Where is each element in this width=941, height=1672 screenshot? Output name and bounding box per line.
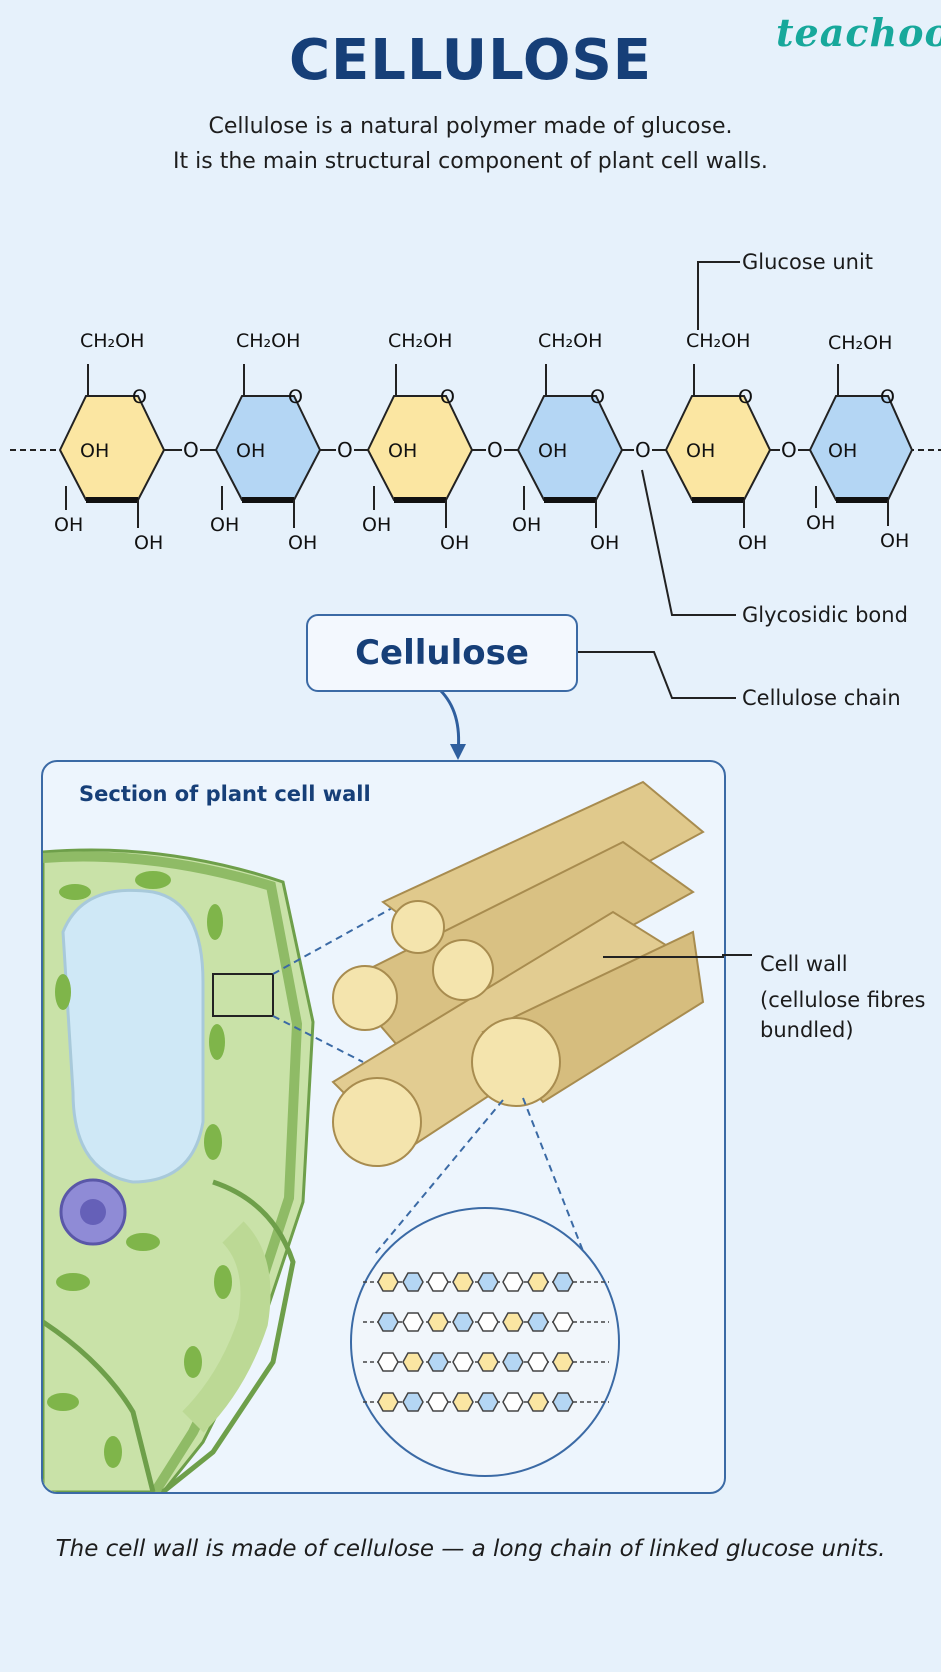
cell-wall-label: Cell wall: [760, 952, 848, 976]
chain-hexagon: [552, 1272, 574, 1292]
panel-title: Section of plant cell wall: [79, 782, 371, 806]
subtitle-line-2: It is the main structural component of p…: [173, 149, 768, 174]
lower-right-oh-1: OH: [134, 532, 164, 554]
lower-right-oh-5: OH: [738, 532, 768, 554]
lower-left-oh-1: OH: [54, 514, 84, 536]
chain-hexagon: [477, 1352, 499, 1372]
ch2oh-label-6: CH₂OH: [828, 332, 893, 354]
ring-oxygen-6: O: [880, 386, 895, 408]
cellulose-chain-label: Cellulose chain: [742, 686, 901, 710]
glycosidic-bond-label: Glycosidic bond: [742, 603, 908, 627]
fibre-bundles: [331, 780, 705, 1167]
chain-hexagon: [552, 1352, 574, 1372]
chain-hexagon: [427, 1392, 449, 1412]
chain-hexagon: [377, 1312, 399, 1332]
ring-oxygen-3: O: [440, 386, 455, 408]
chain-hexagon: [427, 1272, 449, 1292]
subtitle-line-1: Cellulose is a natural polymer made of g…: [208, 114, 733, 139]
chain-hexagon: [477, 1312, 499, 1332]
cellulose-box-label: Cellulose: [355, 633, 529, 673]
ring-oxygen-1: O: [132, 386, 147, 408]
ring-oxygen-2: O: [288, 386, 303, 408]
teachoo-logo: teachoo: [776, 10, 941, 55]
cell-wall-panel: [41, 760, 726, 1494]
chain-hexagon: [477, 1392, 499, 1412]
bridge-oxygen-1: O: [183, 438, 199, 462]
inner-oh-1: OH: [80, 440, 110, 462]
chain-hexagon: [452, 1392, 474, 1412]
bridge-oxygen-3: O: [487, 438, 503, 462]
lower-left-oh-6: OH: [806, 512, 836, 534]
lower-right-oh-2: OH: [288, 532, 318, 554]
chain-hexagon: [377, 1272, 399, 1292]
cellulose-box: Cellulose: [306, 614, 578, 692]
chain-hexagon: [402, 1392, 424, 1412]
zoom-box: [212, 973, 274, 1017]
inner-oh-5: OH: [686, 440, 716, 462]
chain-hexagon: [527, 1352, 549, 1372]
cell-wall-detail-line-2: bundled): [760, 1018, 854, 1042]
ch2oh-label-4: CH₂OH: [538, 330, 603, 352]
chain-hexagon: [527, 1392, 549, 1412]
glucose-ring-5: [664, 364, 772, 528]
chain-hexagon: [402, 1312, 424, 1332]
bridge-oxygen-2: O: [337, 438, 353, 462]
chain-hexagon: [527, 1272, 549, 1292]
chain-hexagon: [377, 1352, 399, 1372]
down-arrow: [438, 688, 461, 753]
glucose-ring-4: [516, 364, 624, 528]
chain-hexagon: [377, 1392, 399, 1412]
chain-hexagon: [427, 1352, 449, 1372]
glucose-ring-1: [58, 364, 166, 528]
magnified-chain-circle: [350, 1207, 620, 1477]
glucose-unit-label: Glucose unit: [742, 250, 874, 274]
ch2oh-label-3: CH₂OH: [388, 330, 453, 352]
lower-left-oh-3: OH: [362, 514, 392, 536]
chain-hexagon: [402, 1272, 424, 1292]
inner-oh-2: OH: [236, 440, 266, 462]
bridge-oxygen-4: O: [635, 438, 651, 462]
lower-left-oh-4: OH: [512, 514, 542, 536]
ch2oh-label-1: CH₂OH: [80, 330, 145, 352]
glucose-ring-2: [214, 364, 322, 528]
chain-hexagon: [527, 1312, 549, 1332]
chain-hexagon: [452, 1312, 474, 1332]
plant-cells: [43, 848, 315, 1492]
bridge-oxygen-5: O: [781, 438, 797, 462]
glucose-unit-leader: [697, 261, 740, 330]
glucose-ring-6: [808, 364, 914, 526]
glucose-ring-3: [366, 364, 474, 528]
ring-oxygen-5: O: [738, 386, 753, 408]
inner-oh-4: OH: [538, 440, 568, 462]
chain-hexagon: [502, 1392, 524, 1412]
chain-hexagon: [502, 1352, 524, 1372]
cell-wall-detail-line-1: (cellulose fibres: [760, 988, 926, 1012]
glycosidic-bond-leader: [641, 469, 736, 616]
chain-hexagon: [427, 1312, 449, 1332]
lower-right-oh-6: OH: [880, 530, 910, 552]
chain-hexagon: [477, 1272, 499, 1292]
chain-hexagon: [502, 1272, 524, 1292]
ring-oxygen-4: O: [590, 386, 605, 408]
inner-oh-3: OH: [388, 440, 418, 462]
lower-right-oh-4: OH: [590, 532, 620, 554]
lower-right-oh-3: OH: [440, 532, 470, 554]
chain-hexagon: [552, 1312, 574, 1332]
footer-caption: The cell wall is made of cellulose — a l…: [55, 1536, 886, 1562]
chain-hexagon: [452, 1352, 474, 1372]
ch2oh-label-2: CH₂OH: [236, 330, 301, 352]
chain-hexagon: [502, 1312, 524, 1332]
chain-hexagon: [452, 1272, 474, 1292]
ch2oh-label-5: CH₂OH: [686, 330, 751, 352]
cellulose-chain-leader: [576, 651, 736, 699]
chain-hexagon: [402, 1352, 424, 1372]
inner-oh-6: OH: [828, 440, 858, 462]
page-title: CELLULOSE: [288, 28, 653, 93]
lower-left-oh-2: OH: [210, 514, 240, 536]
chain-hexagon: [552, 1392, 574, 1412]
cell-wall-illustration: [43, 780, 724, 1492]
